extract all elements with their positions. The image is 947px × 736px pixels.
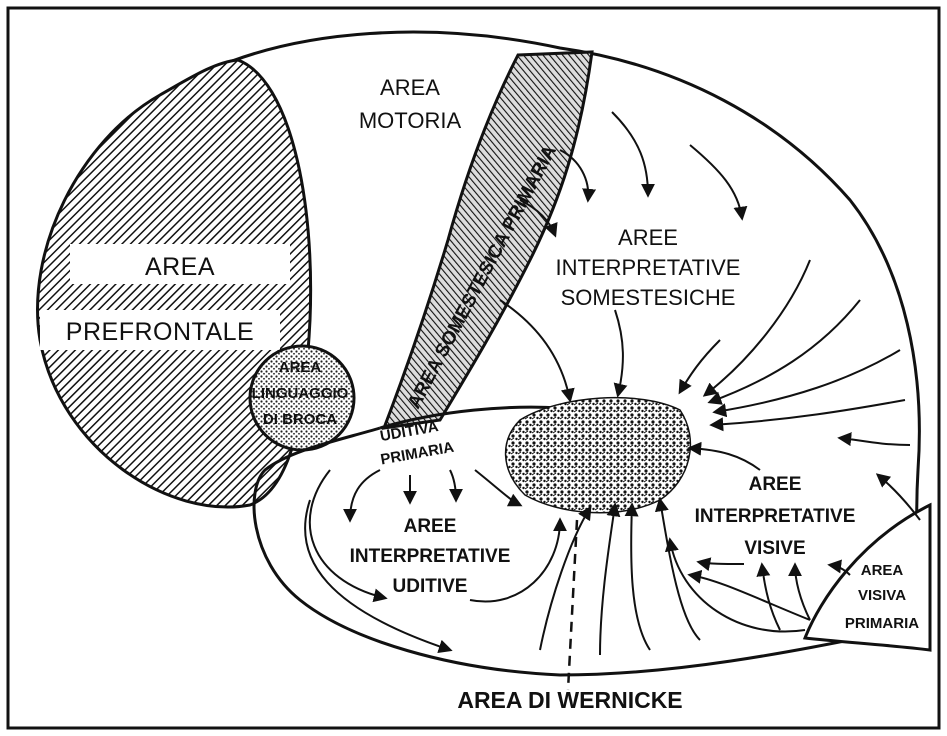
broca-label-3: DI BROCA bbox=[263, 411, 337, 428]
visual-interp-label-2: INTERPRETATIVE bbox=[695, 506, 856, 527]
visual-interp-label-1: AREE bbox=[749, 474, 802, 495]
wernicke-area bbox=[506, 398, 691, 513]
somesthetic-interp-label-2: INTERPRETATIVE bbox=[556, 255, 741, 280]
prefrontal-label-2: PREFRONTALE bbox=[66, 318, 254, 346]
auditory-interp-label-2: INTERPRETATIVE bbox=[350, 546, 511, 567]
visual-primary-label-2: VISIVA bbox=[858, 587, 906, 604]
auditory-interp-label-3: UDITIVE bbox=[393, 576, 468, 597]
somesthetic-interp-label-3: SOMESTESICHE bbox=[561, 285, 736, 310]
visual-primary-label-1: AREA bbox=[861, 562, 904, 579]
motor-label-2: MOTORIA bbox=[359, 108, 462, 133]
visual-primary-label-3: PRIMARIA bbox=[845, 615, 919, 632]
prefrontal-label-1: AREA bbox=[145, 253, 215, 281]
somesthetic-interp-label-1: AREE bbox=[618, 225, 678, 250]
motor-label-1: AREA bbox=[380, 75, 440, 100]
broca-label-2: LINGUAGGIO bbox=[252, 385, 349, 402]
wernicke-pointer bbox=[568, 520, 577, 690]
visual-interp-label-3: VISIVE bbox=[744, 538, 805, 559]
wernicke-label: AREA DI WERNICKE bbox=[457, 687, 682, 713]
broca-label-1: AREA bbox=[279, 359, 322, 376]
auditory-interp-label-1: AREE bbox=[404, 516, 457, 537]
